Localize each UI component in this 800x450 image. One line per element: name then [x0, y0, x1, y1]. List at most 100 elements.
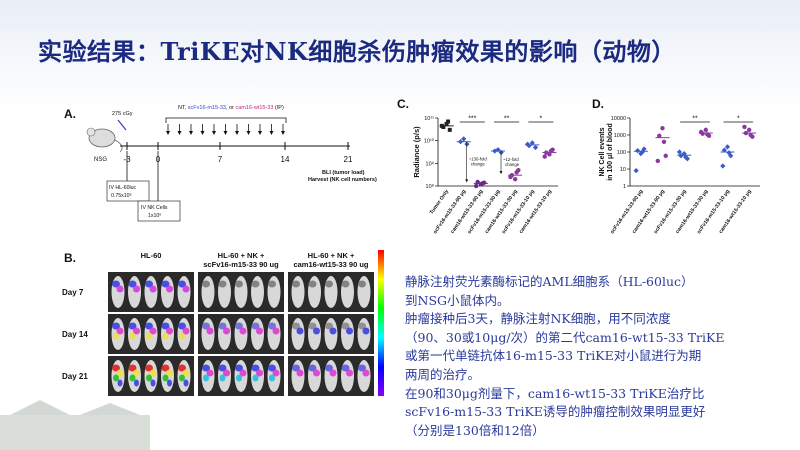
bioluminescence-signal	[252, 374, 259, 382]
data-point	[655, 158, 660, 164]
bioluminescence-signal	[218, 364, 227, 372]
data-point	[532, 144, 539, 151]
timeline-day-label: 14	[281, 155, 290, 164]
mouse-silhouette	[218, 318, 231, 350]
bioluminescence-signal	[223, 327, 230, 335]
tumor-injection-box	[106, 180, 150, 202]
bioluminescence-signal	[251, 322, 260, 330]
bioluminescence-signal	[145, 364, 153, 372]
mouse-silhouette	[357, 276, 371, 308]
data-point	[728, 153, 734, 159]
data-point	[657, 133, 662, 138]
y-tick-label: 10¹¹	[424, 116, 434, 122]
bioluminescence-signal	[161, 280, 170, 288]
bioluminescence-signal	[112, 322, 120, 330]
fold-change-arrowhead	[465, 179, 469, 183]
bioluminescence-signal	[162, 332, 169, 340]
mouse-silhouette	[324, 318, 338, 350]
bioluminescence-signal	[313, 327, 320, 335]
bioluminescence-signal	[178, 280, 186, 288]
bioluminescence-signal	[358, 364, 366, 372]
tumor-injection-line1: IV HL-60luc	[109, 185, 137, 191]
nk-injection-line2: 1x10⁶	[148, 213, 161, 219]
data-point	[703, 127, 709, 133]
bioluminescence-signal	[116, 285, 124, 293]
color-scale-bar	[378, 250, 384, 396]
bioluminescence-signal	[218, 322, 227, 330]
bioluminescence-signal	[358, 280, 366, 288]
y-tick-label: 10⁸	[426, 183, 434, 190]
mouse-silhouette	[341, 360, 354, 392]
data-point	[514, 170, 519, 175]
x-category-label: cam16-wt15-33-90 μg	[450, 189, 485, 235]
bli-group-label: HL-60 + NK +	[308, 251, 355, 260]
data-point	[676, 149, 683, 155]
mouse-silhouette	[291, 276, 305, 308]
bioluminescence-signal	[150, 379, 156, 387]
fold-change-arrowhead	[499, 171, 503, 175]
bioluminescence-signal	[268, 280, 276, 288]
bioluminescence-signal	[146, 374, 152, 382]
bioluminescence-signal	[239, 327, 247, 335]
bioluminescence-signal	[325, 322, 333, 330]
mouse-silhouette	[201, 276, 215, 308]
data-point	[447, 127, 452, 132]
y-tick-label: 10⁹	[426, 160, 434, 167]
description-line: 到NSG小鼠体内。	[405, 292, 510, 308]
bioluminescence-signal	[223, 369, 230, 377]
bioluminescence-signal	[113, 332, 119, 340]
injection-arrowhead-icon	[166, 131, 170, 135]
mouse-silhouette	[341, 276, 354, 308]
mouse-silhouette	[324, 276, 338, 308]
bioluminescence-signal	[236, 374, 242, 382]
description-line: 两周的治疗。	[405, 366, 481, 382]
mouse-silhouette	[161, 276, 174, 308]
y-tick-label: 10	[620, 167, 626, 173]
panel-c-label: C.	[397, 97, 409, 111]
irradiation-label: 275 cGy	[112, 111, 133, 117]
mouse-silhouette	[291, 360, 305, 392]
fold-change-label: ~12-fold	[503, 157, 519, 162]
mouse-silhouette	[251, 318, 264, 350]
injection-arrowhead-icon	[189, 131, 193, 135]
bioluminescence-signal	[308, 322, 317, 330]
panel-b-label: B.	[64, 251, 76, 265]
data-point	[633, 168, 639, 174]
mouse-silhouette	[218, 276, 231, 308]
bioluminescence-signal	[166, 369, 173, 377]
bioluminescence-signal	[113, 374, 119, 382]
panel-a-label: A.	[64, 107, 76, 121]
description-line: 肿瘤接种后3天，静脉注射NK细胞，用不同浓度	[405, 311, 671, 327]
data-point	[746, 127, 752, 133]
bioluminescence-signal	[202, 322, 210, 330]
bioluminescence-signal	[268, 322, 276, 330]
bioluminescence-signal	[292, 364, 300, 372]
x-category-label: scFv16-m15-33-90 μg	[432, 189, 467, 235]
bioluminescence-signal	[112, 364, 120, 372]
data-point	[542, 154, 547, 159]
y-tick-label: 10¹⁰	[424, 138, 435, 145]
bioluminescence-signal	[149, 327, 157, 335]
bioluminescence-signal	[346, 327, 353, 335]
data-point	[742, 124, 747, 130]
bioluminescence-signal	[235, 364, 243, 372]
bioluminescence-signal	[329, 327, 337, 335]
bioluminescence-signal	[296, 327, 304, 335]
bioluminescence-signal	[272, 327, 280, 335]
injection-arrowhead-icon	[246, 131, 251, 135]
mouse-silhouette	[128, 276, 141, 308]
bioluminescence-signal	[341, 364, 350, 372]
injection-arrowhead-icon	[269, 131, 274, 135]
mouse-silhouette	[111, 276, 125, 308]
mouse-silhouette	[324, 360, 338, 392]
bioluminescence-signal	[313, 369, 320, 377]
bioluminescence-signal	[128, 280, 137, 288]
x-category-label: scFv16-m15-33-30 μg	[467, 189, 502, 235]
bioluminescence-signal	[149, 369, 157, 377]
description-line: scFv16-m15-33 TriKE诱导的肿瘤控制效果明显更好	[405, 404, 706, 420]
bioluminescence-signal	[182, 327, 190, 335]
bioluminescence-signal	[182, 369, 190, 377]
bioluminescence-signal	[325, 280, 333, 288]
